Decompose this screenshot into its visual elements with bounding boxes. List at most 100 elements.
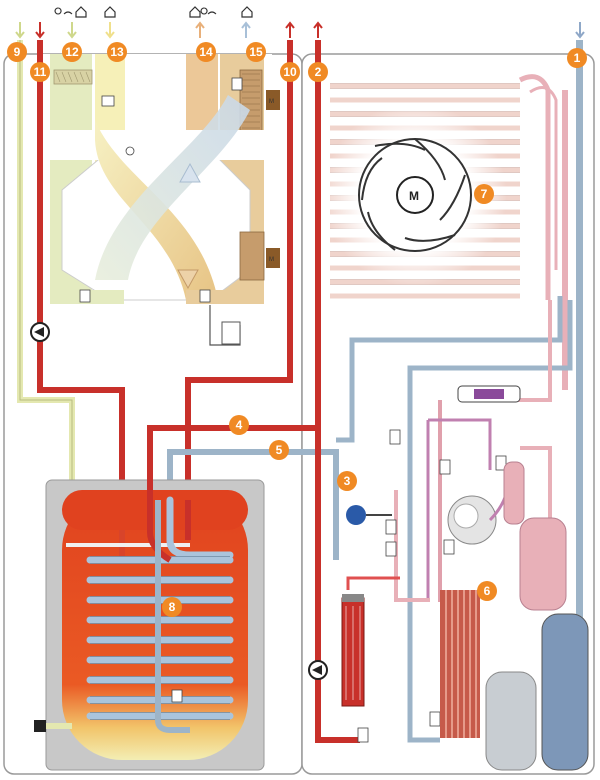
fan-motor bbox=[396, 176, 434, 214]
sensor-icon bbox=[385, 541, 397, 557]
callout-badge-circle bbox=[269, 440, 289, 460]
callout-badge-circle bbox=[229, 415, 249, 435]
arrow-10 bbox=[285, 21, 295, 38]
callout-badge-label: 3 bbox=[344, 474, 351, 488]
sensor-icon bbox=[495, 455, 507, 471]
sensor-icon bbox=[439, 459, 451, 475]
callout-badge-circle bbox=[474, 184, 494, 204]
callout-badge-circle bbox=[477, 581, 497, 601]
callout-badge-label: 12 bbox=[65, 45, 79, 59]
electric-heater-coils bbox=[345, 606, 361, 700]
arrow-1 bbox=[575, 22, 585, 39]
callout-badge-12: 12 bbox=[62, 42, 82, 62]
callout-badge-label: 7 bbox=[481, 187, 488, 201]
refrigerant-line-red bbox=[346, 576, 400, 590]
callout-badge-circle bbox=[107, 42, 127, 62]
plate-heat-exchanger-plates bbox=[445, 590, 477, 738]
pump-arrow-icon bbox=[34, 327, 44, 337]
callout-badge-15: 15 bbox=[246, 42, 266, 62]
callout-badge-10: 10 bbox=[280, 62, 300, 82]
sensor-icon bbox=[429, 711, 441, 727]
refrigerant-line-purple bbox=[426, 418, 492, 600]
refrigerant-line-pink-3 bbox=[520, 446, 552, 530]
coil-return-blue bbox=[155, 500, 190, 733]
filter-left-hatch bbox=[55, 71, 91, 83]
pipe-10 bbox=[185, 40, 293, 500]
callout-badge-circle bbox=[196, 42, 216, 62]
pump-arrow-icon bbox=[312, 665, 322, 675]
coil-return bbox=[147, 470, 172, 563]
refrigerant-collector bbox=[519, 517, 567, 611]
callout-badge-label: 8 bbox=[169, 600, 176, 614]
electric-heater-cap bbox=[342, 594, 364, 602]
callout-badge-5: 5 bbox=[269, 440, 289, 460]
house-icon bbox=[241, 6, 253, 18]
callout-badge-label: 6 bbox=[484, 584, 491, 598]
pipe-pink-vertical bbox=[562, 90, 568, 390]
vent-unit-bottom-right bbox=[186, 290, 264, 304]
air-stream-cold bbox=[95, 95, 250, 280]
pipe-4 bbox=[147, 425, 318, 470]
callout-badge-9: 9 bbox=[7, 42, 27, 62]
callout-badge-label: 14 bbox=[199, 45, 213, 59]
refrigerant-line-blue bbox=[407, 300, 573, 743]
callout-badge-label: 4 bbox=[236, 418, 243, 432]
fan-housing-bottom bbox=[239, 231, 265, 281]
arrow-12 bbox=[67, 22, 77, 39]
callout-badge-6: 6 bbox=[477, 581, 497, 601]
refrigerant-line-blue-2 bbox=[336, 296, 563, 443]
expansion-valve-core bbox=[474, 389, 504, 399]
arrow-15 bbox=[241, 21, 251, 38]
sensor-icon bbox=[101, 95, 115, 107]
sensor-icon bbox=[385, 519, 397, 535]
arrow-13 bbox=[105, 22, 115, 39]
arrow-9 bbox=[15, 22, 25, 39]
callout-badge-14: 14 bbox=[196, 42, 216, 62]
condensate-trap bbox=[221, 321, 241, 345]
weather-icon bbox=[200, 7, 217, 15]
air-arrow-down bbox=[177, 269, 199, 290]
callout-badge-circle bbox=[7, 42, 27, 62]
house-icon bbox=[104, 6, 116, 18]
callout-badge-label: 1 bbox=[574, 51, 581, 65]
expansion-vessel bbox=[346, 505, 366, 525]
callout-badge-circle bbox=[246, 42, 266, 62]
callout-badge-label: 2 bbox=[315, 65, 322, 79]
fan-motor-top-label: M bbox=[269, 99, 274, 105]
weather-icon bbox=[54, 7, 73, 15]
callout-badge-circle bbox=[30, 62, 50, 82]
filter-right-hatch bbox=[242, 73, 260, 129]
refrigerant-separator bbox=[503, 461, 525, 525]
compressor-inner bbox=[453, 503, 479, 529]
callout-badge-circle bbox=[567, 48, 587, 68]
callout-badge-label: 11 bbox=[34, 65, 47, 79]
arrow-2 bbox=[313, 21, 323, 38]
callout-badge-3: 3 bbox=[337, 471, 357, 491]
tank-sensor-icon bbox=[171, 689, 183, 703]
callout-badge-label: 15 bbox=[249, 45, 263, 59]
sensor-icon bbox=[231, 77, 243, 91]
callout-badge-circle bbox=[337, 471, 357, 491]
callout-badge-1: 1 bbox=[567, 48, 587, 68]
callout-badge-circle bbox=[62, 42, 82, 62]
sensor-icon bbox=[389, 429, 401, 445]
buffer-tank-blue bbox=[541, 613, 589, 771]
fan-motor-bottom-label: M bbox=[269, 257, 274, 263]
callout-badge-8: 8 bbox=[162, 597, 182, 617]
pipe-5 bbox=[167, 449, 339, 560]
callout-badge-2: 2 bbox=[308, 62, 328, 82]
return-pipe-1 bbox=[576, 40, 583, 670]
callout-badge-11: 11 bbox=[30, 62, 50, 82]
callout-badge-13: 13 bbox=[107, 42, 127, 62]
sensor-icon bbox=[199, 289, 211, 303]
house-icon bbox=[75, 6, 87, 18]
callout-badge-7: 7 bbox=[474, 184, 494, 204]
air-arrow-up bbox=[179, 162, 201, 183]
fan-motor-top bbox=[266, 90, 280, 110]
callout-badge-circle bbox=[162, 597, 182, 617]
callout-badge-label: 10 bbox=[283, 65, 297, 79]
sensor-icon bbox=[79, 289, 91, 303]
filter-left bbox=[53, 69, 93, 85]
